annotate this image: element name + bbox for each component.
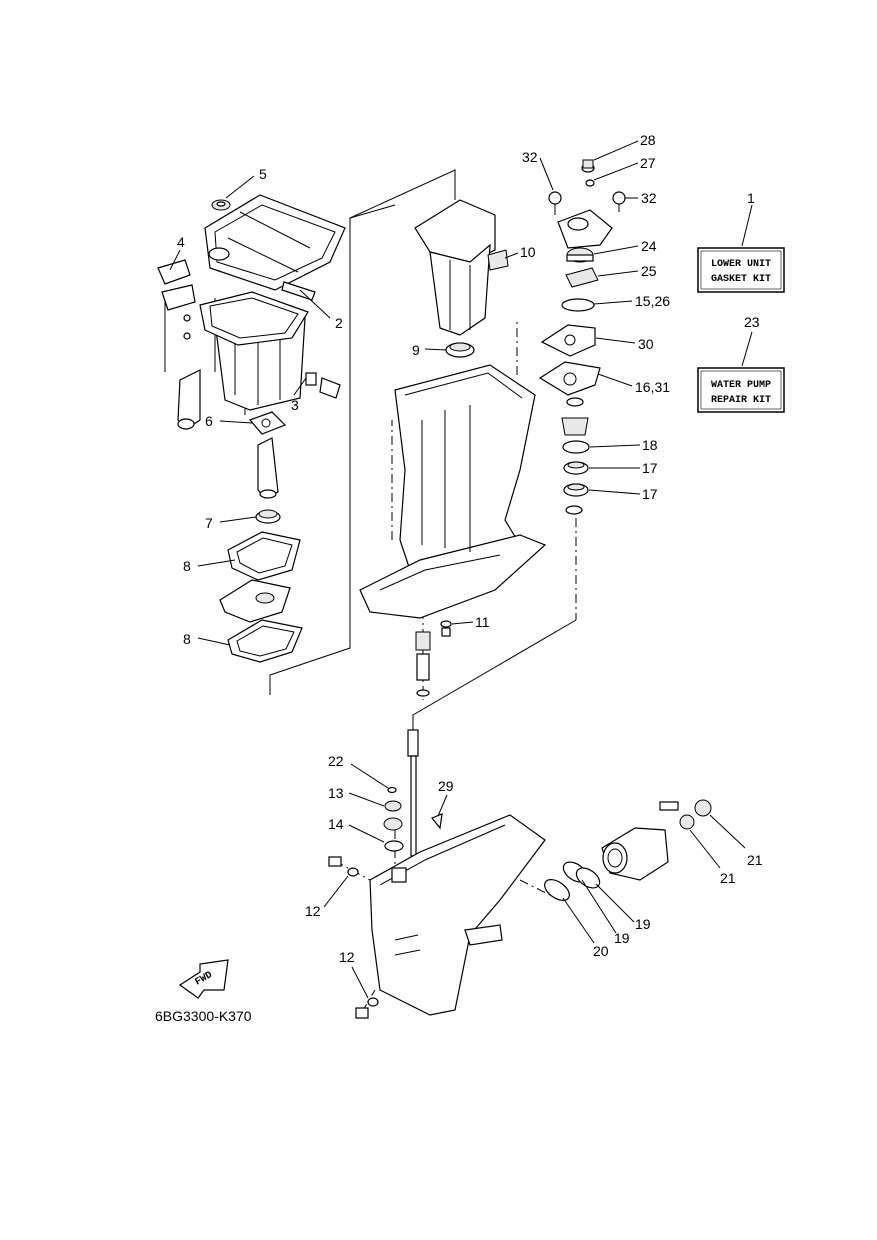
callout-21-left: 21: [720, 870, 736, 886]
part-21-seals: [679, 799, 712, 830]
callout-30: 30: [638, 336, 654, 352]
callout-4: 4: [177, 234, 185, 250]
part-22-plug: [387, 786, 397, 794]
water-pump-repair-kit: 23 WATER PUMP REPAIR KIT: [697, 314, 785, 413]
callout-19-right: 19: [635, 916, 651, 932]
callout-12-upper: 12: [305, 903, 321, 919]
propeller-shaft-housing: [601, 801, 679, 881]
part-29-key: [431, 813, 443, 830]
callout-32-left: 32: [522, 149, 538, 165]
upper-casing-assembly: [359, 199, 547, 619]
part-5-washer: [211, 199, 231, 211]
callout-18: 18: [642, 437, 658, 453]
callout-21-right: 21: [747, 852, 763, 868]
callout-5: 5: [259, 166, 267, 182]
seal-washer: [565, 505, 583, 515]
kit-23-line2: REPAIR KIT: [711, 395, 771, 406]
part-20-oring: [544, 879, 570, 901]
callout-14: 14: [328, 816, 344, 832]
part-7-seal: [255, 509, 281, 524]
part-15-oring: [561, 298, 595, 312]
kit-1-line2: GASKET KIT: [711, 274, 771, 285]
callout-labels: 5 4 2 3 6 7 8 8 9 10 11 32 28 27 32 24 2…: [177, 132, 763, 965]
part-8-gasket-upper: [227, 531, 301, 581]
part-12-bolt-upper: [328, 856, 359, 877]
drive-shaft-bushings: [415, 631, 431, 697]
callout-22: 22: [328, 753, 344, 769]
fwd-indicator: FWD: [178, 959, 229, 999]
part-30-plate: [540, 324, 596, 357]
part-19-orings: [562, 861, 601, 889]
exhaust-guide-assembly: [177, 194, 346, 499]
callout-28: 28: [640, 132, 656, 148]
callout-leaders: [169, 140, 753, 999]
part-17-seal-lower: [563, 483, 589, 497]
callout-10: 10: [520, 244, 536, 260]
callout-29: 29: [438, 778, 454, 794]
kit-23-line1: WATER PUMP: [711, 380, 771, 391]
assembly-guide-lines: [164, 169, 577, 1013]
callout-25: 25: [641, 263, 657, 279]
part-24-insert: [566, 247, 594, 263]
kit-23-number: 23: [744, 314, 760, 330]
callout-24: 24: [641, 238, 657, 254]
callout-13: 13: [328, 785, 344, 801]
callout-8-upper: 8: [183, 558, 191, 574]
part-17-seal-upper: [563, 461, 589, 475]
part-4-bracket: [157, 259, 196, 340]
diagram-code: 6BG3300-K370: [155, 1008, 252, 1024]
part-13-bushing: [384, 800, 402, 812]
callout-17-upper: 17: [642, 460, 658, 476]
part-10-damper: [487, 249, 509, 271]
callout-2: 2: [335, 315, 343, 331]
lower-unit-gasket-kit: 1 LOWER UNIT GASKET KIT: [697, 190, 785, 293]
part-25-impeller: [565, 267, 599, 288]
part-3-plug: [305, 372, 341, 399]
callout-32-right: 32: [641, 190, 657, 206]
callout-11: 11: [475, 614, 490, 630]
part-2-gasket: [199, 281, 316, 346]
part-12-bolt-lower: [355, 997, 379, 1019]
part-14-seal: [383, 817, 404, 852]
kit-1-number: 1: [747, 190, 755, 206]
lower-casing: [369, 814, 546, 1016]
callout-16-31: 16,31: [635, 379, 670, 395]
callout-7: 7: [205, 515, 213, 531]
callout-3: 3: [291, 397, 299, 413]
part-8-gasket-lower: [227, 619, 303, 663]
part-11-plug: [440, 620, 452, 637]
part-16-gasket: [538, 361, 601, 396]
kit-1-line1: LOWER UNIT: [711, 259, 771, 270]
callout-20: 20: [593, 943, 609, 959]
part-9-seal: [445, 342, 475, 358]
callout-19-left: 19: [614, 930, 630, 946]
part-8-gasket-middle: [219, 579, 291, 623]
callout-9: 9: [412, 342, 420, 358]
callout-6: 6: [205, 413, 213, 429]
part-18-oring: [562, 440, 590, 454]
callout-15-26: 15,26: [635, 293, 670, 309]
callout-17-lower: 17: [642, 486, 658, 502]
drive-shaft: [407, 729, 419, 857]
callout-27: 27: [640, 155, 656, 171]
water-pump-assembly: [548, 159, 626, 249]
callout-12-lower: 12: [339, 949, 355, 965]
part-6-gasket: [248, 411, 287, 435]
callout-8-lower: 8: [183, 631, 191, 647]
pump-housing-lower: [561, 397, 589, 436]
